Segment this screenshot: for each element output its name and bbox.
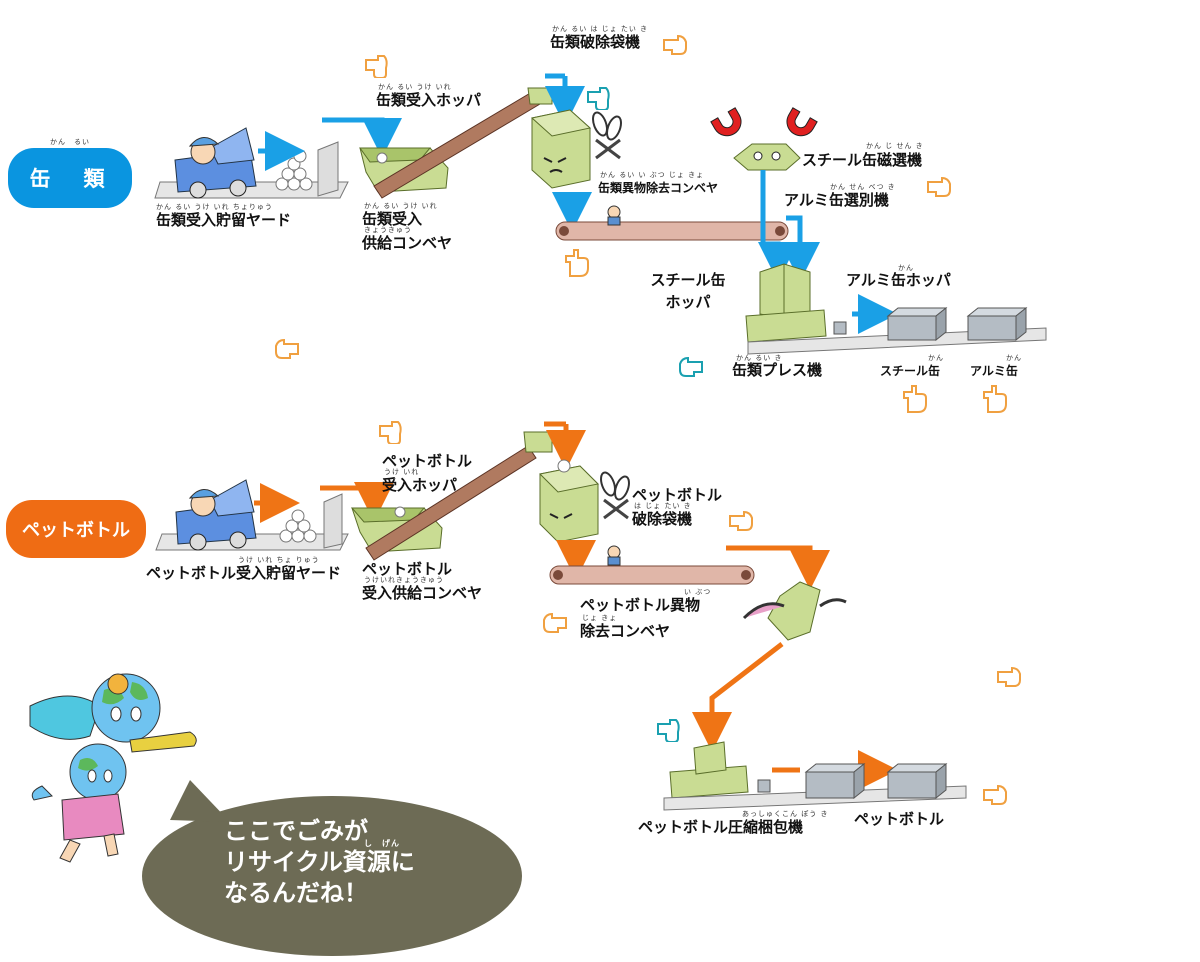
speech-line-2-furigana: し げん (364, 839, 400, 848)
can-foreign-conveyor (555, 205, 789, 241)
pointing-hand-icon[interactable] (272, 334, 302, 364)
pet-dump-truck-icon (175, 479, 257, 551)
pet-bag-breaker-label-2: 破除袋機 (632, 510, 693, 528)
can-hopper-label: 缶類受入ホッパ (376, 91, 482, 109)
can-supply-label-1: 缶類受入 (362, 210, 423, 228)
pet-bale-2 (886, 762, 948, 800)
steel-hopper-label-2: ホッパ (665, 293, 711, 311)
can-hopper-furigana: かん るい うけ いれ (378, 83, 452, 91)
aluminum-can-furigana: かん (1006, 354, 1022, 362)
pet-bag-breaker-furigana: は じょ たい き (634, 502, 692, 510)
steel-can-bale (886, 306, 948, 342)
pet-scissors-icon (600, 471, 630, 520)
pet-chute (742, 581, 847, 641)
pet-bag-breaker (538, 459, 600, 543)
pet-section-badge: ペットボトル (6, 500, 146, 558)
steel-hopper-label-1: スチール缶 (650, 271, 726, 289)
speech-bubble (142, 780, 522, 956)
steel-can-furigana: かん (928, 354, 944, 362)
pointing-hand-icon[interactable] (584, 80, 614, 111)
magnet-icon (710, 107, 818, 137)
pet-bale-1 (804, 762, 866, 800)
mascot-characters (29, 673, 197, 863)
can-supply-furigana-2: きょうきゅう (364, 226, 412, 234)
pet-hopper-label-2: 受入ホッパ (382, 476, 458, 494)
steel-can-label: スチール缶 (880, 364, 941, 378)
pointing-hand-icon[interactable] (676, 352, 706, 382)
aluminum-can-bale (966, 306, 1028, 342)
can-bag-breaker-furigana: かん るい は じょ たい き (552, 25, 649, 33)
dump-truck-icon (174, 127, 257, 199)
speech-line-1: ここでごみが (224, 817, 368, 845)
can-foreign-furigana: かん るい い ぶつ じょ きょ (600, 171, 705, 179)
can-pile (275, 149, 313, 191)
can-storage-yard-furigana: かん るい うけ いれ ちょりゅう (156, 203, 273, 211)
speech-line-2: リサイクル資源に (224, 848, 415, 876)
pet-foreign-furigana-1: い ぶつ (684, 588, 712, 596)
aluminum-hopper-label: アルミ缶ホッパ (846, 271, 951, 289)
pet-section-title: ペットボトル (22, 520, 130, 541)
can-section-badge: 缶 類 (8, 148, 132, 208)
aluminum-can-label: アルミ缶 (970, 364, 1018, 378)
can-press-label: 缶類プレス機 (732, 361, 823, 379)
steel-magnet-label: スチール缶磁選機 (802, 151, 923, 169)
pet-storage-yard-label: ペットボトル受入貯留ヤード (146, 564, 342, 582)
can-hoppers-pair (759, 263, 811, 319)
pointing-hand-icon[interactable] (980, 780, 1010, 810)
pointing-hand-icon[interactable] (362, 48, 392, 79)
pointing-hand-icon[interactable] (660, 30, 690, 60)
scissors-icon (592, 111, 622, 160)
pointing-hand-icon[interactable] (560, 248, 590, 278)
can-section-title: 缶 類 (29, 167, 111, 191)
speech-bubble-text: ここでごみが し げん リサイクル資源に なるんだね！ (224, 816, 474, 909)
steel-magnet-separator (733, 143, 801, 171)
pet-foreign-furigana-2: じょ きょ (582, 614, 618, 622)
pet-foreign-label-1: ペットボトル異物 (580, 596, 701, 614)
pet-compressor-furigana: あっしゅくこん ぽう き (742, 810, 829, 818)
pointing-hand-icon[interactable] (994, 662, 1024, 692)
can-supply-furigana-1: かん るい うけ いれ (364, 202, 438, 210)
pet-storage-yard-furigana: うけ いれ ちょ りゅう (238, 556, 320, 564)
pointing-hand-icon[interactable] (898, 384, 928, 414)
can-bag-breaker (530, 109, 592, 189)
aluminum-sorter-furigana: かん せん べつ き (830, 183, 896, 191)
can-foreign-label: 缶類異物除去コンベヤ (598, 181, 719, 195)
pet-compressor-label: ペットボトル圧縮梱包機 (638, 818, 804, 836)
pet-foreign-label-2: 除去コンベヤ (580, 622, 671, 640)
pet-hopper-label-1: ペットボトル (382, 452, 473, 470)
pet-foreign-conveyor (549, 545, 755, 585)
can-bag-breaker-label: 缶類破除袋機 (550, 33, 641, 51)
pet-supply-furigana: うけいれきょうきゅう (364, 576, 444, 584)
pointing-hand-icon[interactable] (654, 712, 684, 743)
pet-bag-breaker-label-1: ペットボトル (632, 486, 723, 504)
pointing-hand-icon[interactable] (924, 172, 954, 202)
steel-magnet-furigana: かん じ せん き (866, 142, 924, 150)
pet-supply-label-1: ペットボトル (362, 560, 453, 578)
pointing-hand-icon[interactable] (540, 608, 570, 638)
can-press-furigana: かん るい き (736, 354, 783, 362)
pet-supply-label-2: 受入供給コンベヤ (362, 584, 483, 602)
can-section-furigana: かん るい (50, 138, 90, 146)
can-storage-yard-label: 缶類受入貯留ヤード (156, 211, 292, 229)
speech-line-3: なるんだね！ (224, 879, 368, 907)
pointing-hand-icon[interactable] (978, 384, 1008, 414)
aluminum-sorter-label: アルミ缶選別機 (784, 191, 889, 209)
pet-output-label: ペットボトル (854, 810, 945, 828)
pet-hopper-furigana: うけ いれ (384, 468, 420, 476)
can-supply-label-2: 供給コンベヤ (362, 234, 453, 252)
pointing-hand-icon[interactable] (726, 506, 756, 536)
aluminum-hopper-furigana: かん (898, 264, 914, 272)
pointing-hand-icon[interactable] (376, 414, 406, 445)
